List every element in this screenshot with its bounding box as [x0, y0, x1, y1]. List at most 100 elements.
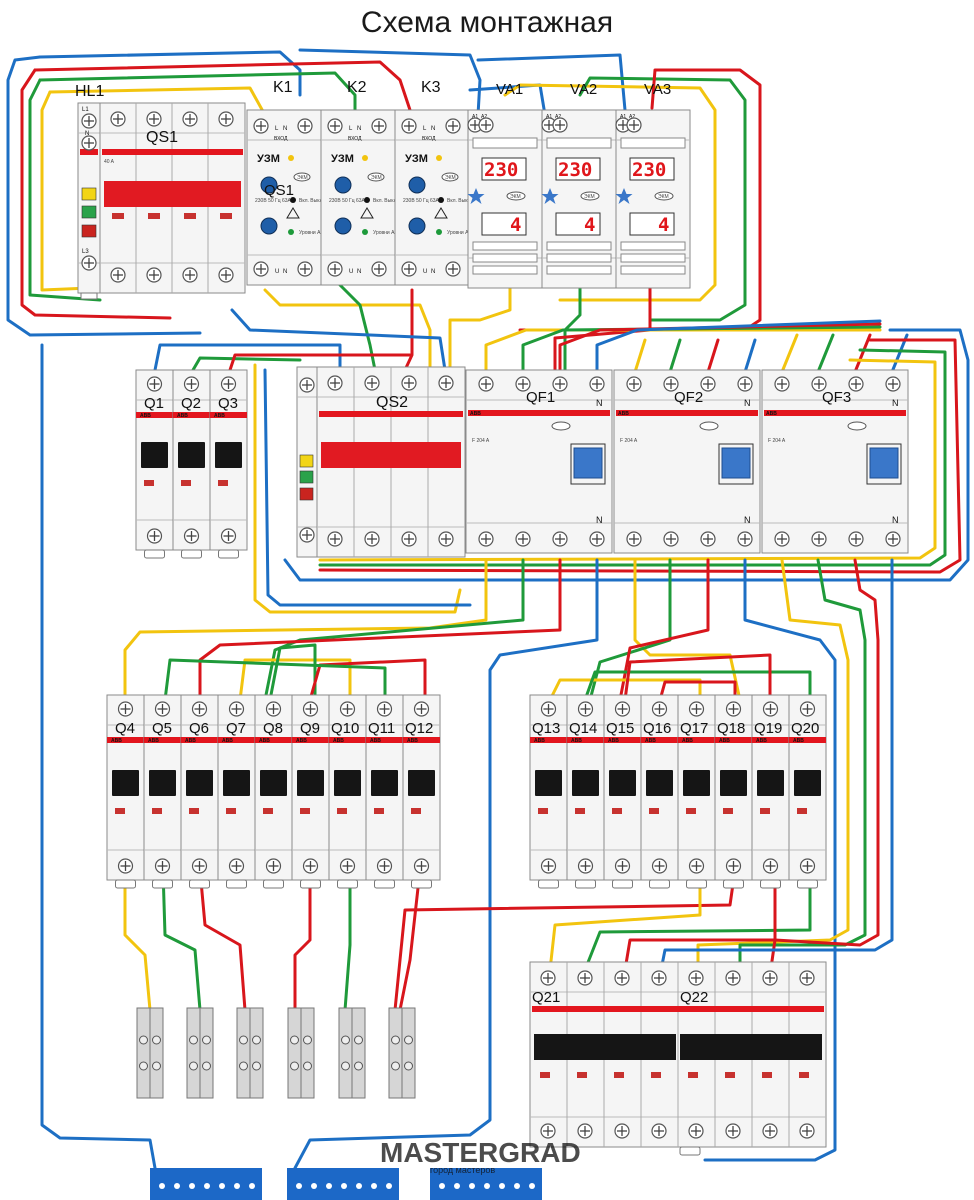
- terminal-screw: [376, 858, 393, 874]
- breaker-handle: [572, 770, 599, 796]
- abb-logo: ABB: [534, 738, 545, 744]
- wire-va3-out: [553, 278, 652, 372]
- breaker-q20: ABB: [788, 694, 827, 889]
- wire-outer-a: [318, 358, 937, 562]
- breaker-handle: [794, 770, 821, 796]
- wire-rcd2-feed: [743, 338, 757, 374]
- ground-bus-1: [150, 1168, 262, 1200]
- terminal-screw: [110, 267, 126, 283]
- hl1-terminal-l3: L3: [82, 249, 89, 255]
- lamp-red: [81, 224, 97, 238]
- terminal-screw: [515, 376, 531, 392]
- rcd-n-top: N: [744, 398, 751, 408]
- terminal-screw: [265, 701, 282, 717]
- terminal-screw: [183, 376, 200, 392]
- wire-va2-out: [563, 278, 582, 372]
- svg-text:U: U: [423, 269, 427, 275]
- star-icon: [541, 188, 559, 204]
- abb-logo: ABB: [111, 738, 122, 744]
- terminal-screw: [327, 118, 343, 134]
- wire-q21-a: [548, 878, 702, 972]
- trip-indicator: [218, 480, 228, 486]
- wire-q21-c: [623, 878, 777, 972]
- terminal-screw: [737, 376, 753, 392]
- din-clip: [300, 879, 321, 889]
- label-q6: Q6: [189, 720, 209, 737]
- terminal-screw: [146, 267, 162, 283]
- terminal-block: [136, 1007, 164, 1099]
- relay-knob-top: [334, 176, 352, 194]
- wire-rcd2-feed: [633, 338, 647, 374]
- terminal-screw: [626, 117, 642, 133]
- label-q18: Q18: [717, 720, 745, 737]
- qs1-rating: 40 A: [104, 159, 115, 165]
- breaker-handle: [408, 770, 435, 796]
- svg-text:U: U: [275, 269, 279, 275]
- breaker-q8: ABB: [254, 694, 293, 889]
- abb-logo: ABB: [222, 738, 233, 744]
- watermark-sub: город мастеров: [430, 1165, 495, 1175]
- meter-mode: ЭКМ: [584, 194, 595, 200]
- breaker-q16: ABB: [640, 694, 679, 889]
- label-q7: Q7: [226, 720, 246, 737]
- trip-indicator: [760, 808, 770, 814]
- breaker-handle: [720, 770, 747, 796]
- terminal-screw: [688, 858, 705, 874]
- wire-right-c: [623, 653, 772, 702]
- wire-neutral-feed: [6, 55, 202, 337]
- meter-label-3: VA3: [644, 81, 671, 98]
- wire-outer-c: [318, 338, 962, 574]
- diagram-title: Схема монтажная: [360, 6, 614, 39]
- terminal-screw: [541, 117, 557, 133]
- wire-rcd3-feed: [853, 333, 872, 374]
- wire-out-q4: [123, 868, 152, 1012]
- qs2-handle: [321, 442, 461, 468]
- relay-mode: ЭКМ: [297, 175, 308, 181]
- abb-logo: ABB: [793, 738, 804, 744]
- terminal-screw: [614, 701, 631, 717]
- terminal-screw: [774, 531, 790, 547]
- terminal-screw: [445, 261, 461, 277]
- terminal-screw: [688, 970, 704, 986]
- terminal-screw: [700, 531, 716, 547]
- wire-out-q9: [293, 868, 312, 1012]
- breaker-handle: [334, 770, 361, 796]
- label-q5: Q5: [152, 720, 172, 737]
- current-readout: 4: [510, 214, 521, 236]
- wire-left-bus: [40, 343, 157, 1170]
- wire-jumper-a: [238, 658, 352, 702]
- trip-indicator: [649, 808, 659, 814]
- q21-handle: [534, 1034, 676, 1060]
- terminal-screw: [220, 376, 237, 392]
- wire-phase-b-feed: [28, 78, 102, 302]
- din-clip: [575, 879, 596, 889]
- wire-rcd3-feed: [780, 333, 799, 374]
- label-q3: Q3: [218, 395, 238, 412]
- wire-k3-input: [33, 60, 412, 112]
- wire-qf2-c: [618, 558, 710, 702]
- relay-label-k2: K2: [347, 79, 367, 96]
- relay-lamp2: Уровни Авария: [373, 230, 408, 236]
- terminal-screw: [413, 858, 430, 874]
- breaker-q15: ABB: [603, 694, 642, 889]
- terminal-screw: [401, 531, 417, 547]
- wire-qf1-a: [123, 558, 488, 702]
- din-clip: [538, 879, 559, 889]
- wire-qf3-n: [658, 558, 894, 977]
- relay-lamp1: Вкл. Выкл.: [299, 198, 324, 204]
- trip-indicator: [723, 808, 733, 814]
- relay-n: N: [357, 126, 361, 132]
- terminal-screw: [799, 970, 815, 986]
- relay-rating: 230В 50 Гц 63А: [403, 198, 440, 204]
- rcd-n-bottom: N: [892, 515, 899, 525]
- terminal-block: [388, 1007, 416, 1099]
- wire-rcd2-feed: [706, 338, 720, 374]
- terminal-screw: [848, 376, 864, 392]
- warning-icon: [434, 207, 448, 219]
- terminal-screw: [589, 531, 605, 547]
- svg-text:A2: A2: [555, 114, 561, 120]
- terminal-screw: [651, 1123, 667, 1139]
- abb-logo: ABB: [333, 738, 344, 744]
